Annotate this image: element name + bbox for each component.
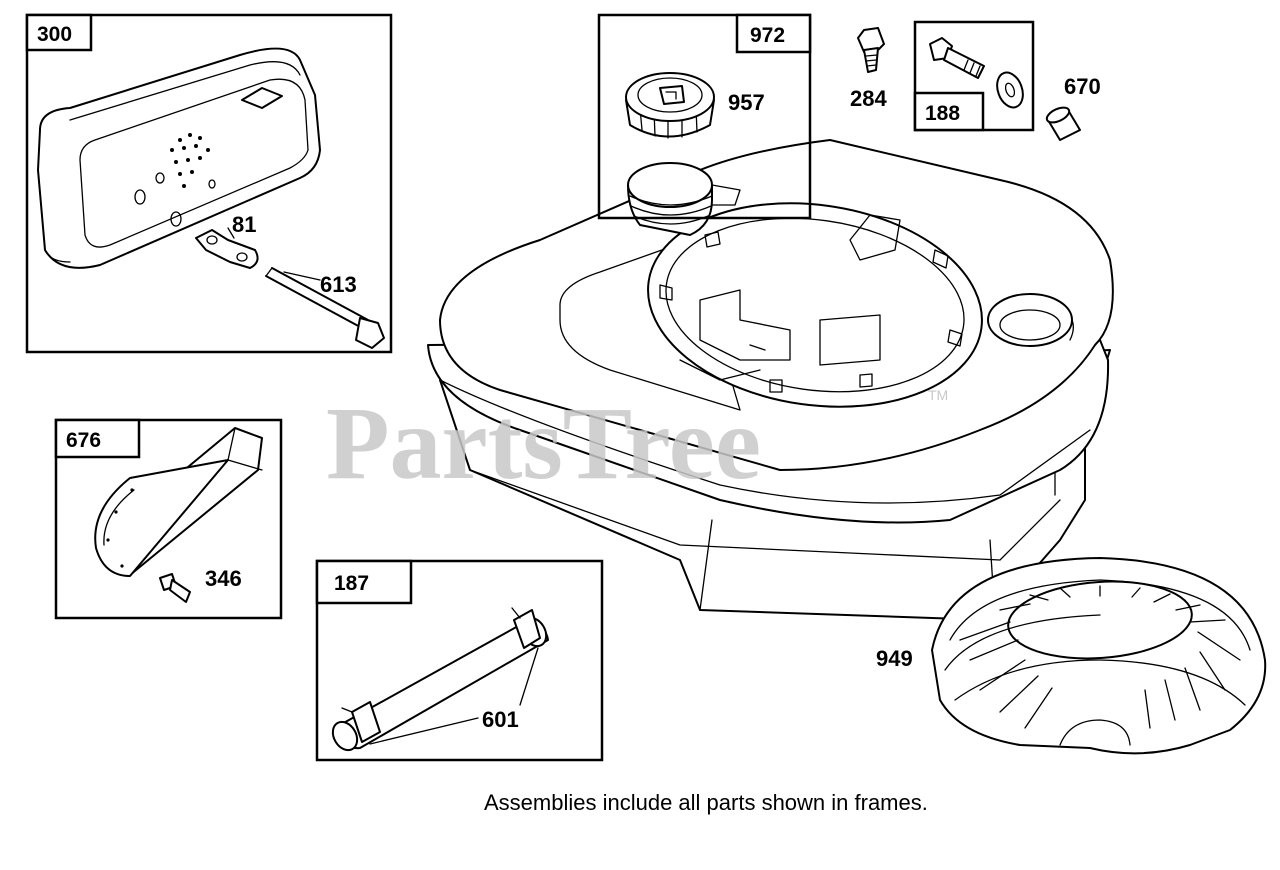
guard-screw — [159, 573, 191, 603]
footnote: Assemblies include all parts shown in fr… — [484, 790, 928, 815]
muffler-frame-tag: 300 — [37, 23, 72, 46]
watermark-tm: TM — [928, 387, 948, 403]
guard-frame-tag: 676 — [66, 429, 101, 452]
lock-plate — [195, 229, 259, 269]
screw-613 — [265, 267, 385, 349]
label-957: 957 — [728, 90, 765, 115]
fuel-cap-frame: 972 — [597, 13, 812, 220]
label-81: 81 — [232, 212, 256, 237]
label-284: 284 — [850, 86, 887, 111]
fuel-tank — [427, 139, 1114, 621]
muffler-body — [37, 47, 321, 269]
muffler-frame: 300 — [25, 13, 393, 354]
bolt-284 — [857, 27, 885, 73]
guard-frame: 676 — [54, 418, 283, 620]
hose-frame-tag: 187 — [334, 572, 369, 595]
rotating-screen — [931, 557, 1267, 755]
fuel-hose — [331, 607, 549, 752]
watermark: PartsTree — [326, 386, 761, 501]
spacer-670 — [1045, 106, 1081, 141]
label-670: 670 — [1064, 74, 1101, 99]
fuel-cap-frame-tag: 972 — [750, 24, 785, 47]
fuel-cap — [625, 72, 715, 139]
label-346: 346 — [205, 566, 242, 591]
bolt-kit-frame: 188 — [913, 20, 1035, 132]
label-601: 601 — [482, 707, 519, 732]
hose-frame: 187 — [315, 559, 604, 762]
bolt-188 — [929, 37, 1024, 109]
bolt-kit-frame-tag: 188 — [925, 102, 960, 125]
label-949: 949 — [876, 646, 913, 671]
label-613: 613 — [320, 272, 357, 297]
guard — [94, 427, 263, 577]
